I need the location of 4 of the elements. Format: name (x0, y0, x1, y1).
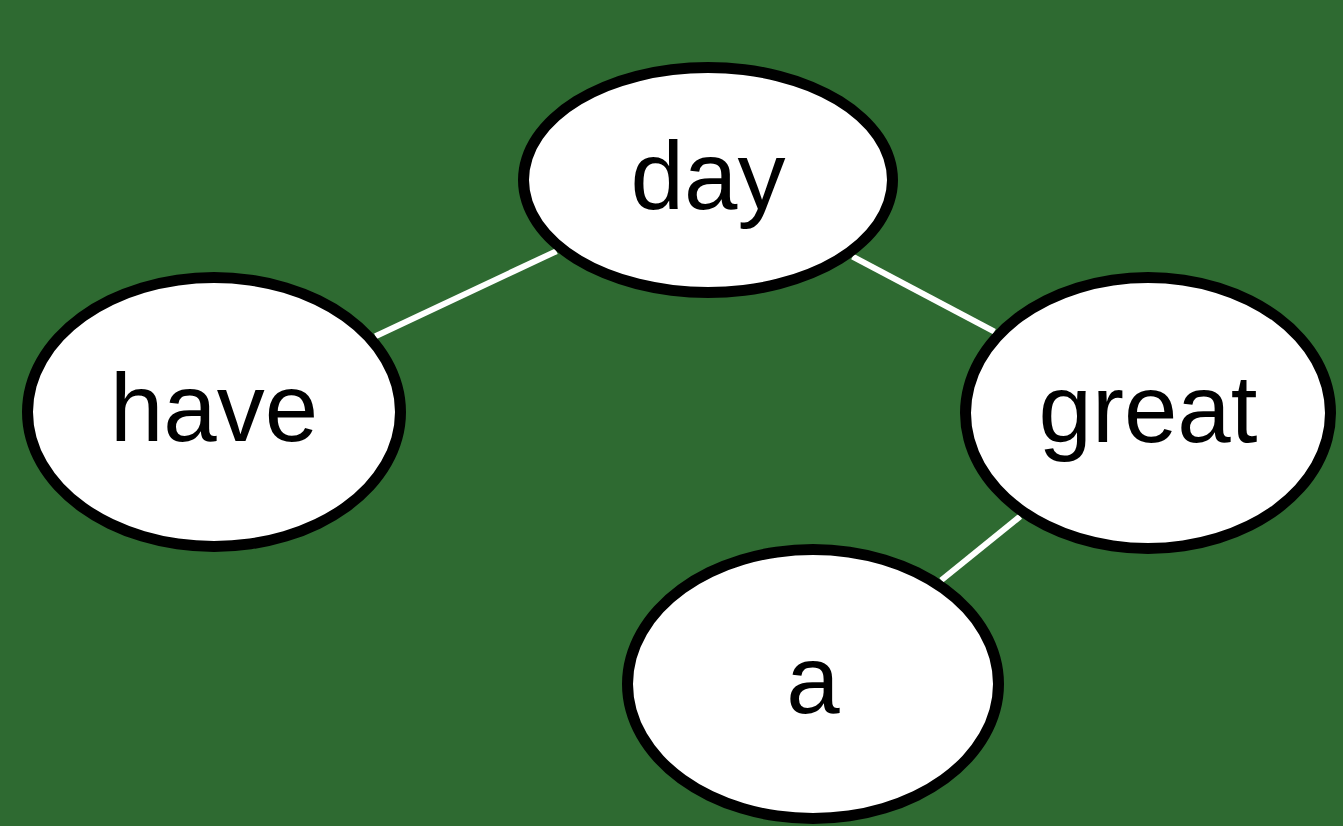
node-label: have (109, 360, 319, 463)
node-label: a (786, 632, 840, 735)
node-label: day (630, 128, 786, 231)
node-label: great (1038, 361, 1258, 464)
